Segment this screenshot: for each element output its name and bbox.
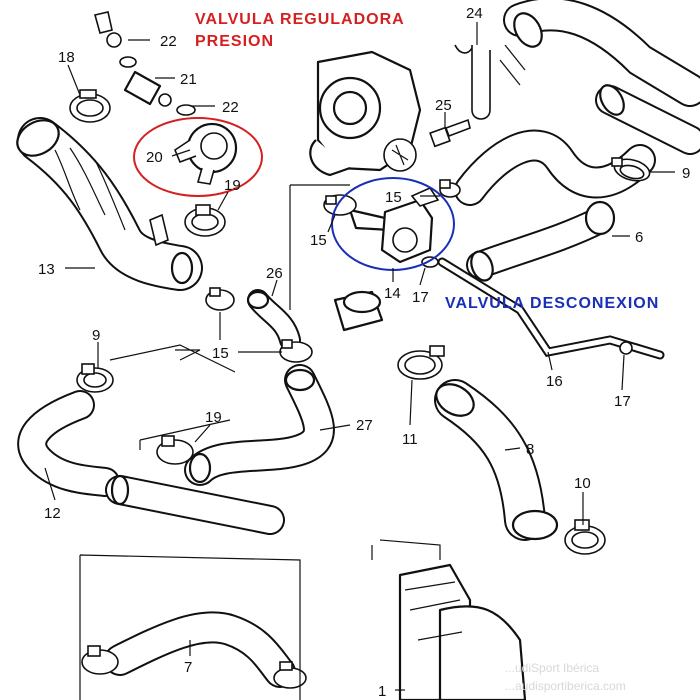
callout-15-top: 15: [385, 189, 402, 206]
hose-7: [104, 611, 296, 688]
callout-9-right: 9: [682, 165, 690, 182]
bolt-25: [429, 118, 471, 148]
disconnect-title: VALVULA DESCONEXION: [445, 295, 659, 312]
elbow-26: [246, 289, 301, 351]
hose-clamp-17-mid: [421, 256, 439, 268]
callout-9-left: 9: [92, 327, 100, 344]
hose-clamp-18: [69, 89, 111, 123]
intake-pipe-upper-right: [503, 0, 700, 155]
callout-20: 20: [146, 149, 163, 166]
callout-21: 21: [180, 71, 197, 88]
callout-16: 16: [546, 373, 563, 390]
callout-12: 12: [44, 505, 61, 522]
callout-7: 7: [184, 659, 192, 676]
disconnect-valve-14: [348, 186, 440, 264]
callout-25: 25: [435, 97, 452, 114]
watermark-line1: ...udiSport Ibérica: [505, 661, 599, 675]
hose-clamp-11: [397, 345, 445, 380]
regulator-highlight-circle: [133, 117, 263, 197]
callout-1: 1: [378, 683, 386, 700]
hose-clamp-10: [564, 519, 606, 555]
hose-27: [184, 364, 335, 486]
callout-15-left: 15: [310, 232, 327, 249]
charge-hose-8: [434, 379, 559, 541]
callout-19-lower: 19: [205, 409, 222, 426]
regulator-title-line1: VALVULA REGULADORA: [195, 11, 405, 28]
hose-clamp-19-lower: [156, 435, 194, 465]
spring-clip-24: [454, 44, 491, 120]
hose-clamp-26-side: [205, 287, 235, 311]
turbocharger: [309, 50, 422, 177]
hose-clamp-15-lower: [279, 339, 313, 363]
callout-27: 27: [356, 417, 373, 434]
callout-13: 13: [38, 261, 55, 278]
hose-clamp-9-right: [611, 157, 651, 182]
routing-frame-lines: [79, 44, 526, 700]
hose-clamp-7-right: [273, 661, 307, 689]
hose-clamp-15-mid: [323, 194, 357, 216]
intercooler-1: [398, 563, 527, 700]
pressure-regulator-valve-stack: [94, 11, 238, 185]
callout-19-upper: 19: [224, 177, 241, 194]
connector-11: [333, 290, 384, 332]
regulator-title-line2: PRESION: [195, 33, 274, 50]
callout-17-mid: 17: [412, 289, 429, 306]
callout-22-lower: 22: [222, 99, 239, 116]
callout-11: 11: [402, 431, 418, 448]
callout-10: 10: [574, 475, 591, 492]
callout-15-lower: 15: [212, 345, 229, 362]
watermark-line2: ...audisportiberica.com: [505, 679, 626, 693]
callout-17-right: 17: [614, 393, 631, 410]
intake-hose-13: [16, 117, 203, 291]
callout-26: 26: [266, 265, 283, 282]
callout-18: 18: [58, 49, 75, 66]
hose-clamp-9-left: [76, 363, 114, 393]
callout-22-top: 22: [160, 33, 177, 50]
callout-8: 8: [526, 441, 534, 458]
hose-clamp-7-left: [81, 645, 119, 675]
callout-leader-lines: [44, 22, 675, 691]
hose-12: [17, 390, 285, 535]
hose-clamp-15-top: [439, 179, 461, 198]
callout-14: 14: [384, 285, 401, 302]
charge-pipe-center: [454, 129, 656, 282]
callout-24: 24: [466, 5, 483, 22]
hose-clamp-19-upper: [184, 204, 226, 237]
callout-6: 6: [635, 229, 643, 246]
